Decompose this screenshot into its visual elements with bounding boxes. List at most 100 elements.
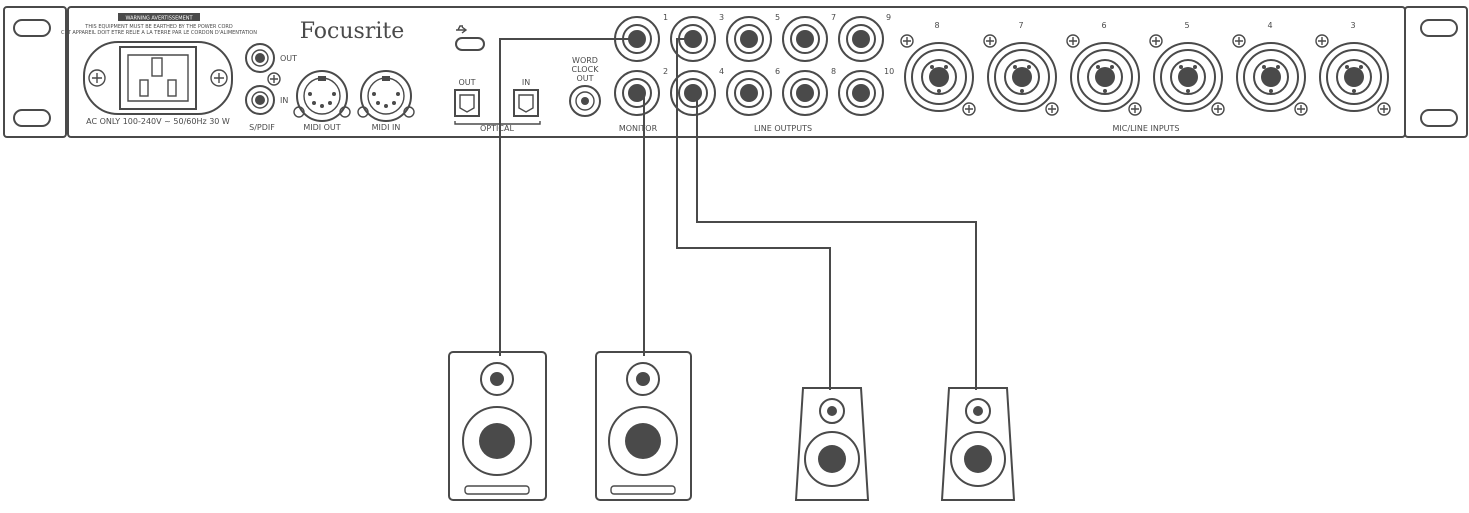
word-clock-out: WORD CLOCK OUT xyxy=(569,56,601,117)
screw-icon xyxy=(293,106,305,118)
svg-text:8: 8 xyxy=(934,21,939,30)
optical-ports: OUT IN OPTICAL xyxy=(454,78,541,133)
rack-slot-icon xyxy=(13,19,51,37)
optical-in-port[interactable] xyxy=(513,89,539,117)
line-out-jack-9[interactable]: 9 xyxy=(838,13,891,62)
midi-in-label: MIDI IN xyxy=(372,123,401,132)
spdif-ports: OUT IN S/PDIF xyxy=(245,43,297,132)
woofer-icon xyxy=(804,431,860,487)
mic-input-5[interactable]: 5 xyxy=(1149,21,1225,116)
power-socket: AC ONLY 100-240V ~ 50/60Hz 30 W xyxy=(83,41,233,126)
optical-in-label: IN xyxy=(522,78,530,87)
speaker-monitor-right xyxy=(595,351,692,501)
warning-line-1: THIS EQUIPMENT MUST BE EARTHED BY THE PO… xyxy=(84,24,233,30)
cable-monitor-1-to-speaker-left xyxy=(499,38,637,356)
svg-text:7: 7 xyxy=(1018,21,1023,30)
speaker-small-left xyxy=(794,387,870,501)
screw-icon xyxy=(1066,34,1080,48)
svg-text:8: 8 xyxy=(831,67,836,76)
rack-slot-icon xyxy=(1420,109,1458,127)
power-rating-label: AC ONLY 100-240V ~ 50/60Hz 30 W xyxy=(86,117,230,126)
optical-out-label: OUT xyxy=(458,78,475,87)
svg-text:7: 7 xyxy=(831,13,836,22)
spdif-out-label: OUT xyxy=(280,54,297,63)
mic-input-7[interactable]: 7 xyxy=(983,21,1059,116)
spdif-out-port[interactable] xyxy=(245,43,275,73)
mic-line-inputs: 8 7 6 5 4 xyxy=(900,21,1391,133)
screw-icon xyxy=(1045,102,1059,116)
screw-icon xyxy=(1128,102,1142,116)
line-out-jack-3[interactable]: 3 xyxy=(670,13,724,62)
svg-text:5: 5 xyxy=(1184,21,1189,30)
cables xyxy=(499,38,977,390)
cable-line-4-to-speaker xyxy=(696,93,977,390)
line-out-jack-8[interactable]: 8 xyxy=(782,67,836,116)
line-out-jack-10[interactable]: 10 xyxy=(838,67,894,116)
monitor-jack-1[interactable]: 1 xyxy=(614,13,668,62)
svg-text:6: 6 xyxy=(775,67,780,76)
tweeter-icon xyxy=(965,398,991,424)
monitor-label: MONITOR xyxy=(619,124,658,133)
screw-icon xyxy=(267,72,281,86)
line-outputs-label: LINE OUTPUTS xyxy=(754,124,812,133)
spdif-in-port[interactable] xyxy=(245,85,275,115)
screw-icon xyxy=(1377,102,1391,116)
spdif-in-label: IN xyxy=(280,96,288,105)
warning-label: WARNING AVERTISSEMENT THIS EQUIPMENT MUS… xyxy=(61,13,257,36)
cable-line-3-to-speaker xyxy=(676,38,831,390)
screw-icon xyxy=(403,106,415,118)
midi-in-port[interactable]: MIDI IN xyxy=(357,70,415,132)
speaker-small-right xyxy=(940,387,1016,501)
midi-out-port[interactable]: MIDI OUT xyxy=(293,70,351,132)
screw-icon xyxy=(900,34,914,48)
usb-port[interactable] xyxy=(455,25,485,51)
word-clock-line-3: OUT xyxy=(576,74,593,83)
rack-slot-icon xyxy=(1420,19,1458,37)
monitor-jack-2[interactable]: 2 xyxy=(614,67,668,116)
jack-outputs: 1 2 MONITOR 3 5 7 9 4 xyxy=(614,13,894,133)
svg-text:4: 4 xyxy=(1267,21,1272,30)
svg-text:5: 5 xyxy=(775,13,780,22)
brand-logo: Focusrite xyxy=(300,19,405,44)
screw-icon xyxy=(88,69,106,87)
svg-text:6: 6 xyxy=(1101,21,1106,30)
woofer-icon xyxy=(950,431,1006,487)
svg-text:1: 1 xyxy=(663,13,668,22)
word-clock-port[interactable] xyxy=(569,85,601,117)
optical-out-port[interactable] xyxy=(454,89,480,117)
warning-title: WARNING AVERTISSEMENT xyxy=(125,16,193,22)
screw-icon xyxy=(339,106,351,118)
usb-icon xyxy=(456,25,468,34)
line-out-jack-7[interactable]: 7 xyxy=(782,13,836,62)
rack-ear-left xyxy=(3,6,67,138)
midi-out-label: MIDI OUT xyxy=(303,123,340,132)
warning-line-2: CET APPAREIL DOIT ETRE RELIE A LA TERRE … xyxy=(61,30,257,36)
screw-icon xyxy=(1149,34,1163,48)
svg-text:10: 10 xyxy=(884,67,894,76)
screw-icon xyxy=(1315,34,1329,48)
svg-text:3: 3 xyxy=(1350,21,1355,30)
svg-text:4: 4 xyxy=(719,67,724,76)
tweeter-icon xyxy=(626,362,660,396)
line-out-jack-6[interactable]: 6 xyxy=(726,67,780,116)
mic-input-3[interactable]: 3 xyxy=(1315,21,1391,116)
screw-icon xyxy=(962,102,976,116)
svg-text:9: 9 xyxy=(886,13,891,22)
screw-icon xyxy=(1232,34,1246,48)
optical-label: OPTICAL xyxy=(480,124,514,133)
tweeter-icon xyxy=(819,398,845,424)
mic-input-4[interactable]: 4 xyxy=(1232,21,1308,116)
mic-line-inputs-label: MIC/LINE INPUTS xyxy=(1113,124,1180,133)
speaker-monitor-left xyxy=(448,351,547,501)
screw-icon xyxy=(357,106,369,118)
woofer-icon xyxy=(462,406,532,476)
screw-icon xyxy=(1211,102,1225,116)
rack-slot-icon xyxy=(13,109,51,127)
mic-input-6[interactable]: 6 xyxy=(1066,21,1142,116)
screw-icon xyxy=(983,34,997,48)
screw-icon xyxy=(210,69,228,87)
mic-input-8[interactable]: 8 xyxy=(900,21,976,116)
line-out-jack-5[interactable]: 5 xyxy=(726,13,780,62)
woofer-icon xyxy=(608,406,678,476)
